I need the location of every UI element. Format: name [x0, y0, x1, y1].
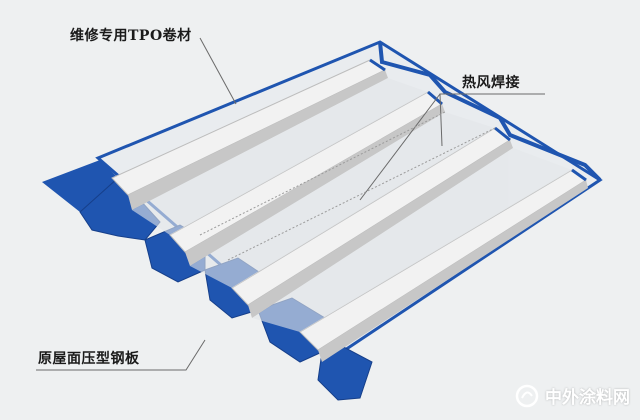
- leader-steel: [36, 339, 206, 371]
- label-tpo-membrane: 维修专用TPO卷材: [70, 28, 192, 44]
- watermark-logo-icon: [515, 384, 539, 407]
- leader-tpo: [199, 37, 237, 105]
- leader-weld-2: [359, 93, 441, 201]
- watermark: 中外涂料网: [515, 383, 630, 408]
- leader-lines: [36, 37, 545, 371]
- watermark-text: 中外涂料网: [545, 388, 630, 408]
- steel-valleys: [132, 78, 572, 332]
- label-hot-air-weld: 热风焊接: [462, 75, 520, 91]
- label-steel-sheet: 原屋面压型钢板: [38, 351, 140, 367]
- weld-seams: [199, 111, 496, 261]
- steel-sheet-left-edge: [42, 160, 118, 212]
- steel-rib-peaks: [369, 58, 587, 182]
- steel-sheet-right-edge: [378, 41, 602, 182]
